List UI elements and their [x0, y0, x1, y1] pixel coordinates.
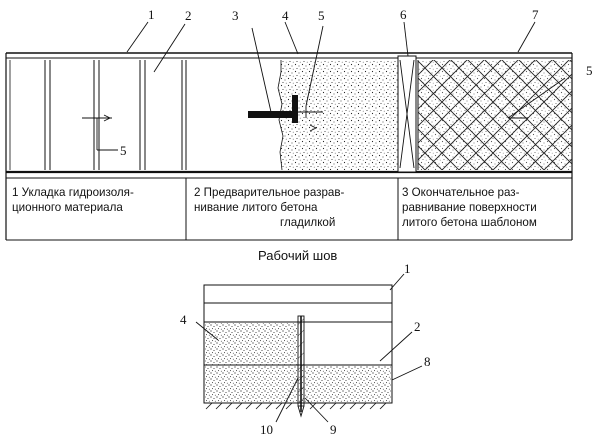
callout-d8: 8: [424, 354, 431, 369]
concrete-final-zone: [417, 60, 572, 170]
callout-4: 4: [282, 8, 289, 23]
waterproofing-sheets: [9, 60, 187, 170]
callout-d1: 1: [404, 261, 411, 276]
caption-step1: 1 Укладка гидроизоля- ционного материала: [12, 186, 134, 214]
section-title: Рабочий шов: [258, 248, 338, 263]
top-frame: [5, 53, 573, 241]
callout-6: 6: [400, 7, 407, 22]
leader-lines-top: [82, 21, 566, 151]
formwork-strip: [397, 55, 417, 173]
joint-diagram: [195, 273, 423, 423]
callout-5: 5: [318, 8, 325, 23]
callout-d9: 9: [330, 422, 337, 437]
caption-step2: 2 Предварительное разрав- нивание литого…: [194, 186, 345, 229]
callout-2: 2: [185, 8, 192, 23]
top-slab-lines: [6, 52, 572, 59]
callout-7: 7: [532, 7, 539, 22]
callout-d2: 2: [414, 319, 421, 334]
callout-3: 3: [232, 8, 239, 23]
arrow-5-section2: [298, 25, 324, 132]
callout-d10: 10: [260, 422, 273, 437]
trowel-tool: [248, 27, 298, 123]
callout-5-left: 5: [120, 143, 127, 158]
callout-1: 1: [148, 7, 155, 22]
callout-5-right: 5: [586, 63, 593, 78]
caption-step3: 3 Окончательное раз- равнивание поверхно…: [402, 186, 537, 229]
callout-d4: 4: [180, 312, 187, 327]
